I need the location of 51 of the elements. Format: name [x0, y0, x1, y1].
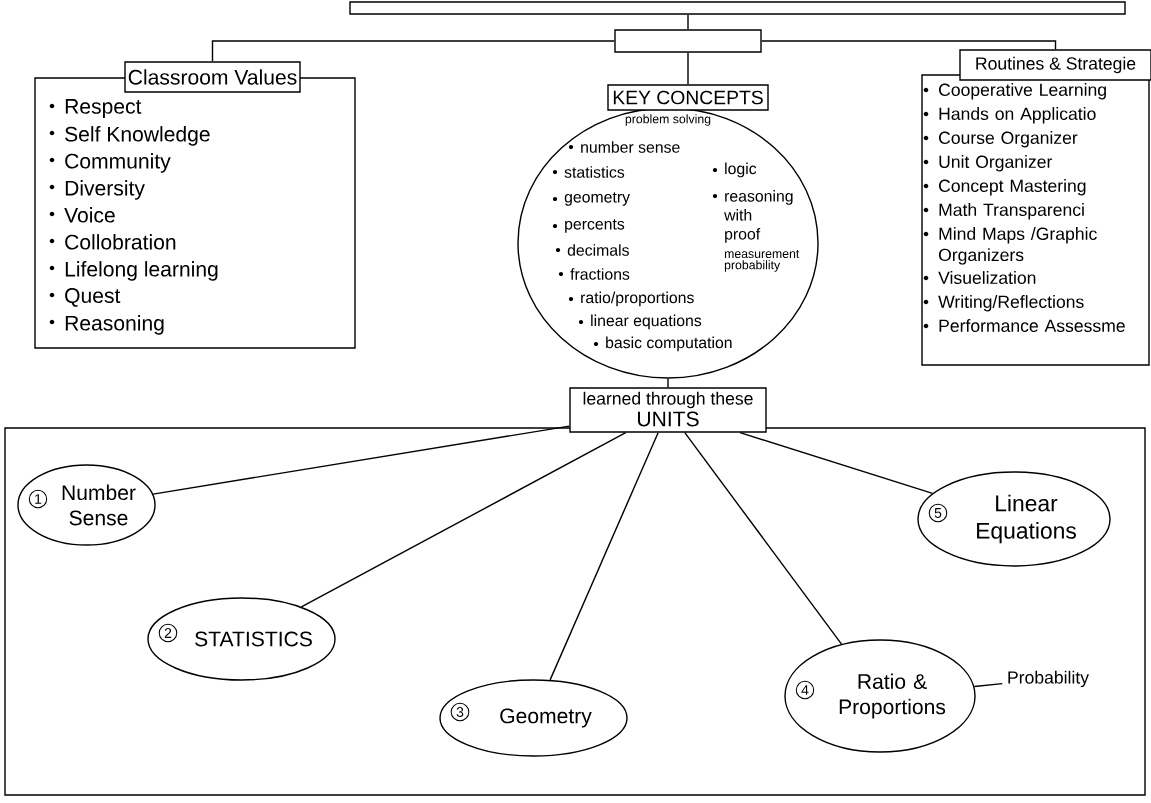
connector-line	[761, 40, 1057, 50]
connector-line	[973, 682, 1003, 688]
connector-line	[739, 432, 934, 495]
connector-line	[300, 432, 627, 608]
list-item: decimals	[555, 244, 629, 256]
list-item: Writing/Reflections	[923, 295, 1084, 312]
list-item: linear equations	[578, 314, 702, 330]
list-item: Performance Assessme	[923, 319, 1125, 332]
list-item: Self Knowledge	[49, 126, 210, 146]
note-text: Probability	[1008, 670, 1089, 688]
heading-box: learned through these UNITS	[569, 387, 767, 433]
list-item: number sense	[568, 141, 680, 153]
connector-line	[211, 40, 615, 62]
list-item: Mind Maps /Graphic Organizers	[923, 227, 1097, 265]
heading-box: KEY CONCEPTS	[607, 84, 769, 111]
list-item: logic	[712, 162, 757, 178]
connector-line	[549, 432, 659, 681]
list-item: Cooperative Learning	[923, 83, 1106, 100]
list-item: Community	[49, 153, 171, 173]
list-item: Diversity	[49, 180, 145, 200]
connector-line	[684, 432, 843, 645]
list-item: percents	[552, 219, 625, 233]
connector-line	[687, 14, 689, 30]
list-item: Lifelong learning	[49, 261, 218, 281]
list-item: basic computation	[593, 336, 732, 352]
heading-box: Classroom Values	[124, 61, 301, 93]
heading-box: Routines & Strategie	[959, 49, 1151, 81]
list-item: probability	[724, 260, 781, 272]
list-item: Collobration	[49, 234, 176, 250]
connector-line	[152, 425, 570, 495]
connector-line	[687, 52, 689, 85]
list-item: reasoning with proof	[712, 190, 793, 243]
list-item: Reasoning	[49, 315, 164, 335]
list-item: Unit Organizer	[923, 155, 1053, 172]
list-item: Quest	[49, 288, 121, 307]
list-item: geometry	[552, 192, 630, 206]
list-item: statistics	[552, 166, 625, 178]
connector-line	[667, 378, 669, 388]
list-item: fractions	[558, 268, 630, 280]
junction-box	[614, 29, 762, 53]
title-box	[349, 1, 1126, 15]
subheading-text: problem solving	[625, 114, 711, 126]
list-item: ratio/proportions	[568, 291, 694, 307]
list-item: Respect	[49, 99, 142, 118]
list-item: Math Transparenci	[923, 203, 1084, 220]
list-item: Visuelization	[923, 271, 1036, 284]
list-item: measurement	[724, 249, 800, 258]
list-item: Course Organizer	[923, 131, 1078, 148]
list-item: Concept Mastering	[923, 179, 1086, 196]
list-item: Hands on Applicatio	[923, 107, 1096, 124]
list-item: Voice	[49, 207, 115, 223]
